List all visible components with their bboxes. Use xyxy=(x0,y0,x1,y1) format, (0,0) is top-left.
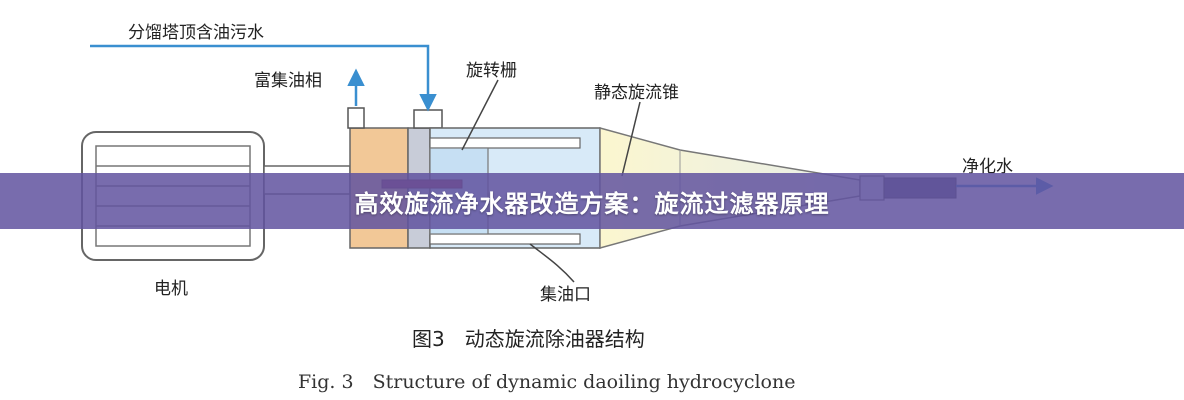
leader-rotating-grid xyxy=(461,79,499,151)
title-banner: 高效旋流净水器改造方案：旋流过滤器原理 xyxy=(0,173,1184,229)
label-inlet: 分馏塔顶含油污水 xyxy=(128,23,264,43)
leader-oil-outlet xyxy=(529,243,575,283)
label-rotating-grid: 旋转栅 xyxy=(466,61,517,81)
leader-static-cone xyxy=(621,101,641,177)
caption-cn: 图3 动态旋流除油器结构 xyxy=(412,327,645,351)
label-static-cone: 静态旋流锥 xyxy=(594,83,679,103)
label-motor: 电机 xyxy=(154,279,188,299)
caption-en: Fig. 3 Structure of dynamic daoiling hyd… xyxy=(298,371,795,393)
label-clean-water: 净化水 xyxy=(962,157,1013,177)
label-oil-tank: 富集油相 xyxy=(254,71,322,91)
label-oil-outlet: 集油口 xyxy=(540,285,591,305)
banner-title: 高效旋流净水器改造方案：旋流过滤器原理 xyxy=(354,189,830,218)
inlet-flow-arrow xyxy=(90,44,437,112)
